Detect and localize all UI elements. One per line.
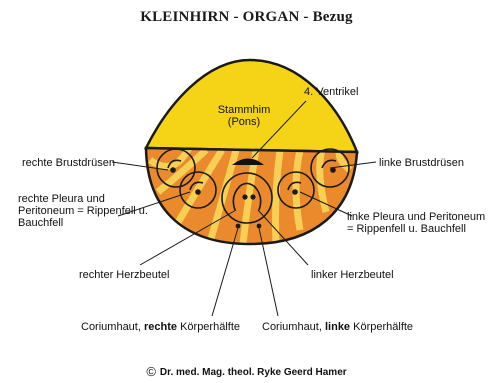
label-coriumhaut-links: Coriumhaut, linke Körperhälfte [262,321,413,333]
label-stammhirn: Stammhim (Pons) [214,104,274,128]
label-coriumhaut-rechts: Coriumhaut, rechte Körperhälfte [81,321,240,333]
copyright-footer: © Dr. med. Mag. theol. Ryke Geerd Hamer [0,364,493,379]
copyright-text: Dr. med. Mag. theol. Ryke Geerd Hamer [160,367,347,378]
copyright-icon: © [146,364,156,379]
label-linke-brustdruesen: linke Brustdrüsen [379,157,464,169]
label-4-ventrikel: 4. Ventrikel [304,86,358,98]
label-rechter-herzbeutel: rechter Herzbeutel [79,269,170,281]
label-rechte-brustdruesen: rechte Brustdrüsen [22,157,115,169]
label-linke-pleura: linke Pleura und Peritoneum = Rippenfell… [347,211,485,235]
label-linker-herzbeutel: linker Herzbeutel [311,269,394,281]
label-rechte-pleura: rechte Pleura und Peritoneum = Rippenfel… [18,193,148,229]
